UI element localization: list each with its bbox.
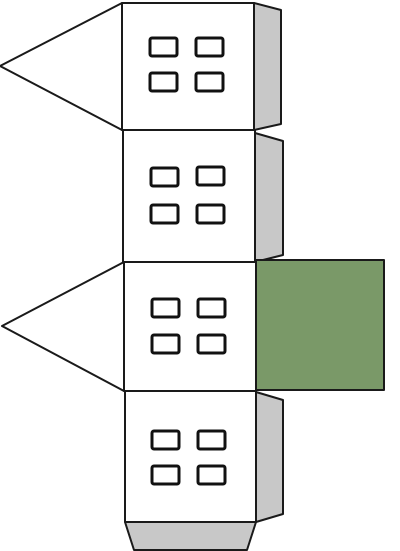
window (149, 203, 180, 225)
window (196, 464, 227, 486)
window-group-panel-4 (150, 429, 227, 486)
roof-panel (255, 259, 385, 391)
window (195, 165, 226, 187)
wall-panel-4 (124, 390, 257, 523)
window-group-panel-2 (149, 165, 226, 225)
window (195, 203, 226, 225)
window-group-panel-3 (150, 297, 227, 355)
glue-tab-1 (253, 2, 282, 131)
glue-tab-bottom (124, 521, 257, 551)
window (196, 333, 227, 355)
window (194, 71, 225, 93)
window (150, 464, 181, 486)
window (148, 36, 179, 58)
window (149, 166, 180, 188)
window (150, 297, 181, 319)
window (148, 71, 179, 93)
window (150, 429, 181, 451)
glue-tab-4 (255, 391, 284, 523)
window (196, 429, 227, 451)
wall-panel-3 (123, 261, 257, 392)
window (150, 333, 181, 355)
window (196, 297, 227, 319)
window-group-panel-1 (148, 36, 225, 93)
wall-panel-2 (122, 129, 256, 263)
gable-triangle-middle (1, 261, 125, 392)
wall-panel-1 (121, 2, 255, 131)
window (194, 36, 225, 58)
glue-tab-2 (254, 132, 284, 263)
gable-triangle-top (0, 2, 123, 131)
